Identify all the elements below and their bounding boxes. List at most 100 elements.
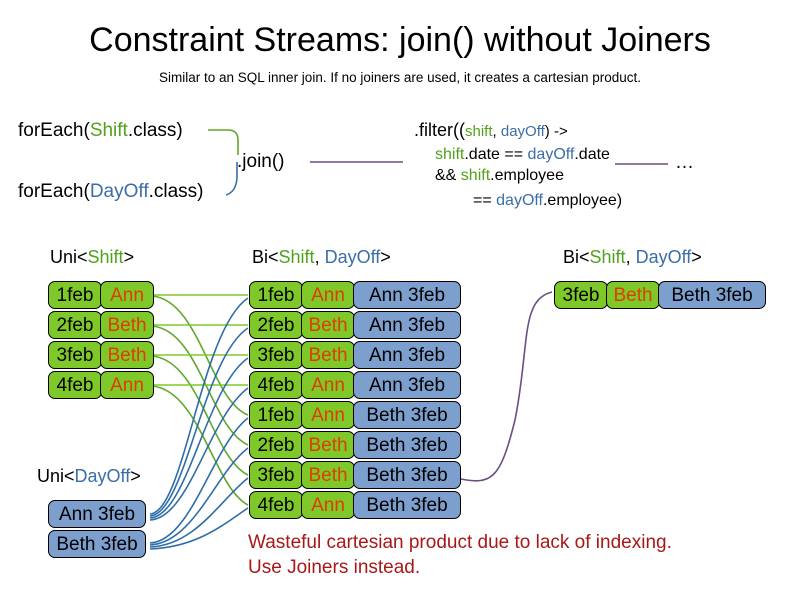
cell-shift-employee: Beth: [606, 281, 660, 309]
filter-l3-pre: &&: [435, 167, 461, 184]
label-uni-shift-post: >: [123, 247, 135, 267]
cell-shift-employee: Beth: [301, 431, 355, 459]
wire-filtered-result: [455, 291, 553, 482]
code-ellipsis: …: [675, 152, 694, 173]
filter-l3-shift: shift: [460, 167, 491, 184]
label-bi-right-type-b: DayOff: [635, 247, 692, 267]
wire-shift-4-b: [151, 385, 249, 506]
cell-shift-date: 2feb: [249, 311, 303, 339]
label-bi-mid-type-a: Shift: [278, 247, 315, 267]
card-row[interactable]: Ann 3feb: [48, 500, 146, 528]
cell-shift-employee: Ann: [100, 281, 154, 309]
page-subtitle: Similar to an SQL inner join. If no join…: [159, 70, 641, 85]
foreach-dayoff-post: .class): [148, 181, 204, 202]
foreach-shift-type: Shift: [89, 120, 128, 141]
wire-shift-1-b: [151, 295, 249, 416]
cell-dayoff-pair: Beth 3feb: [658, 281, 766, 309]
cell-shift-date: 2feb: [249, 431, 303, 459]
filter-l2-shift: shift: [435, 146, 465, 163]
warning-line-2: Use Joiners instead.: [248, 557, 421, 578]
cell-shift-date: 3feb: [249, 341, 303, 369]
cell-dayoff-pair: Ann 3feb: [353, 371, 461, 399]
label-bi-right-pre: Bi<: [563, 247, 590, 267]
card-row[interactable]: Beth 3feb: [48, 530, 146, 558]
cell-shift-employee: Beth: [100, 341, 154, 369]
label-bi-mid-comma: ,: [314, 247, 325, 267]
cell-dayoff-pair: Beth 3feb: [353, 491, 461, 519]
filter-l2-post: .date: [574, 146, 610, 163]
wire-shift-2-b: [151, 325, 249, 446]
foreach-shift-post: .class): [127, 120, 183, 141]
filter-l1-pre: .filter((: [414, 120, 465, 140]
code-filter-line-1: .filter((shift, dayOff) ->: [414, 118, 568, 144]
wire-dayoff-beth-7: [149, 477, 249, 548]
wire-dayoff-beth-5: [149, 417, 249, 544]
cell-shift-date: 2feb: [48, 311, 102, 339]
filter-l1-comma: ,: [492, 123, 501, 140]
cell-shift-date: 1feb: [249, 401, 303, 429]
warning-text: Wasteful cartesian product due to lack o…: [248, 530, 672, 580]
cell-shift-employee: Ann: [100, 371, 154, 399]
cell-shift-date: 4feb: [48, 371, 102, 399]
cell-shift-employee: Ann: [301, 401, 355, 429]
cell-dayoff-pair: Ann 3feb: [353, 281, 461, 309]
cell-dayoff-pair: Beth 3feb: [353, 431, 461, 459]
label-bi-mid-pre: Bi<: [252, 247, 279, 267]
page-title: Constraint Streams: join() without Joine…: [89, 21, 711, 59]
foreach-dayoff-type: DayOff: [89, 181, 149, 202]
cell-shift-employee: Beth: [301, 341, 355, 369]
cell-dayoff-pair: Beth 3feb: [48, 530, 146, 558]
filter-l4-dayoff: dayOff: [496, 192, 543, 209]
label-uni-shift: Uni<Shift>: [50, 246, 134, 268]
cell-shift-employee: Ann: [301, 491, 355, 519]
wire-dayoff-ann-1: [149, 297, 249, 515]
cell-shift-date: 1feb: [48, 281, 102, 309]
cell-dayoff-pair: Beth 3feb: [353, 461, 461, 489]
label-bi-mid-post: >: [380, 247, 391, 267]
filter-l1-shift: shift: [465, 123, 493, 140]
cell-shift-date: 3feb: [48, 341, 102, 369]
cell-shift-date: 1feb: [249, 281, 303, 309]
filter-l1-dayoff: dayOff: [500, 123, 545, 140]
cell-shift-date: 3feb: [249, 461, 303, 489]
label-uni-dayoff-post: >: [130, 466, 141, 486]
cell-shift-employee: Ann: [301, 281, 355, 309]
cell-shift-employee: Beth: [301, 461, 355, 489]
filter-l1-post: ) ->: [544, 123, 568, 140]
brace-dayoff-arm: [225, 162, 238, 196]
brace-shift-arm: [208, 129, 239, 155]
wire-dayoff-beth-6: [149, 447, 249, 546]
code-foreach-dayoff: forEach(DayOff.class): [18, 180, 204, 204]
label-uni-dayoff: Uni<DayOff>: [37, 465, 141, 487]
filter-l2-dayoff: dayOff: [527, 146, 575, 163]
wire-shift-3-b: [151, 355, 249, 476]
code-filter-line-4: == dayOff.employee): [473, 189, 622, 213]
warning-line-1: Wasteful cartesian product due to lack o…: [248, 532, 672, 553]
cell-shift-employee: Ann: [301, 371, 355, 399]
label-bi-right-post: >: [691, 247, 702, 267]
code-filter-line-2: shift.date == dayOff.date: [435, 143, 610, 167]
cell-shift-employee: Beth: [301, 311, 355, 339]
label-bi-right-type-a: Shift: [589, 247, 626, 267]
cell-dayoff-pair: Ann 3feb: [353, 311, 461, 339]
wire-dayoff-ann-4: [149, 387, 249, 521]
code-filter-line-3: && shift.employee: [435, 164, 564, 188]
label-bi-mid-type-b: DayOff: [324, 247, 381, 267]
label-uni-shift-type: Shift: [87, 247, 124, 267]
wire-dayoff-ann-3: [149, 357, 249, 519]
label-uni-dayoff-type: DayOff: [74, 466, 131, 486]
label-bi-right-comma: ,: [625, 247, 636, 267]
